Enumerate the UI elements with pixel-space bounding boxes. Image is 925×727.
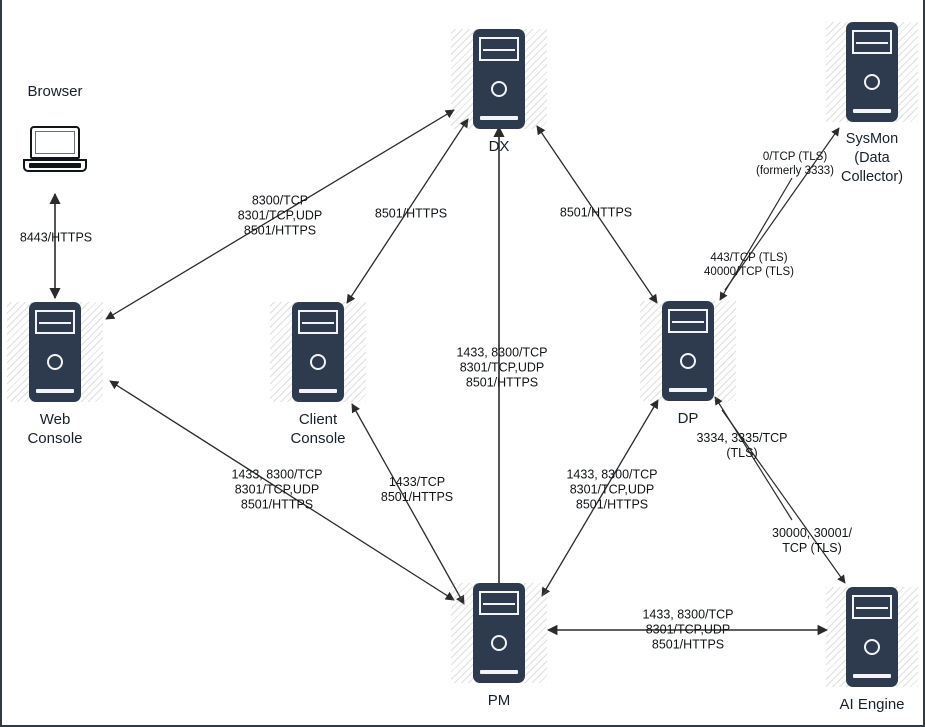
edge-label-line: 1433/TCP [388,475,446,489]
server-icon [451,579,547,687]
edge-label-line: 40000/TCP (TLS) [704,266,794,278]
edge-label-aiengine-dp: 3334, 3335/TCP (TLS) [696,431,787,461]
edge-label-line: 0/TCP (TLS) [762,151,828,163]
node-label-browser: Browser [27,82,82,101]
edge-label-dx-dp: 8501/HTTPS [560,206,632,221]
edge-label-dp-pm: 1433, 8300/TCP 8301/TCP,UDP 8501/HTTPS [566,468,657,513]
node-label-line: Web [39,411,71,428]
node-label-line: DP [677,410,699,427]
edge-label-line: 8501/HTTPS [559,205,633,220]
server-icon [270,298,366,406]
server-icon [7,298,103,406]
edge-label-line: 1433, 8300/TCP [566,467,658,482]
edge-label-dp-sysmon: 0/TCP (TLS) (formerly 3333) [756,150,834,178]
node-label-web-console: Web Console [27,410,82,448]
edge-label-webconsole-dx: 8300/TCP 8301/TCP,UDP 8501/HTTPS [238,194,323,239]
edge-label-line: 8301/TCP,UDP [645,622,731,637]
edge-dp-pm [541,399,659,597]
node-label-line: Client [298,411,338,428]
edge-dx-dp [536,125,658,304]
node-label-line: (Data [854,150,890,166]
laptop-icon [23,126,87,174]
edge-label-line: 8501/HTTPS [465,375,539,390]
server-icon [824,583,920,691]
node-label-line: DX [488,138,510,155]
edge-label-line: 8501/HTTPS [575,497,649,512]
node-label-line: Browser [27,83,83,100]
edge-dp-sysmon [724,127,840,291]
edge-label-line: 30000, 30001/ [772,526,852,540]
node-label-dp: DP [678,409,699,428]
edge-label-line: 8301/TCP,UDP [234,482,320,497]
edge-label-line: 8301/TCP,UDP [459,360,545,375]
edge-label-line: 8501/HTTPS [651,637,725,652]
edge-label-line: 3334, 3335/TCP [696,431,788,445]
edge-label-line: 1433, 8300/TCP [642,607,734,622]
edge-label-line: 8501/HTTPS [374,206,448,221]
edge-label-line: 8300/TCP [251,193,309,208]
edge-label-line: 8501/HTTPS [380,490,454,504]
edge-label-dx-pm: 1433, 8300/TCP 8301/TCP,UDP 8501/HTTPS [456,346,547,391]
edge-label-line: 8301/TCP,UDP [237,208,323,223]
node-label-line: Collector) [840,169,904,185]
edge-label-line: 8501/HTTPS [240,497,314,512]
edge-label-line: (TLS) [726,446,758,460]
server-icon [824,18,920,126]
edge-clientconsole-pm [351,403,465,605]
server-icon [640,297,736,405]
edge-label-webconsole-pm: 1433, 8300/TCP 8301/TCP,UDP 8501/HTTPS [231,468,322,513]
node-label-dx: DX [489,137,510,156]
edge-label-line: 8301/TCP,UDP [569,482,655,497]
node-label-ai-engine: AI Engine [839,695,904,714]
edge-label-sysmon-dp: 443/TCP (TLS) 40000/TCP (TLS) [704,251,794,279]
server-icon [451,25,547,133]
edge-clientconsole-dx [346,118,469,304]
node-label-client-console: Client Console [290,410,345,448]
node-label-pm: PM [488,691,511,710]
edge-label-line: 1433, 8300/TCP [231,467,323,482]
edge-label-dp-aiengine: 30000, 30001/ TCP (TLS) [772,526,852,556]
node-label-line: PM [487,692,511,709]
node-label-line: AI Engine [839,696,905,713]
edge-label-line: 1433, 8300/TCP [456,345,548,360]
edge-label-pm-aiengine: 1433, 8300/TCP 8301/TCP,UDP 8501/HTTPS [642,608,733,653]
edge-label-clientconsole-pm: 1433/TCP 8501/HTTPS [381,475,453,505]
edge-label-line: 8443/HTTPS [19,230,93,245]
edge-label-line: 8501/HTTPS [243,223,317,238]
edge-label-line: 443/TCP (TLS) [710,252,788,264]
edge-dp-aiengine [721,409,846,584]
edge-sysmon-dp [719,177,793,301]
node-label-line: SysMon [845,131,899,147]
edge-label-line: TCP (TLS) [782,541,842,555]
edge-label-clientconsole-dx: 8501/HTTPS [375,207,447,222]
edge-label-line: (formerly 3333) [756,165,834,177]
node-label-line: Console [27,430,83,447]
edge-label-browser-webconsole: 8443/HTTPS [20,231,92,246]
node-label-sysmon: SysMon (Data Collector) [841,130,903,187]
node-label-line: Console [290,430,346,447]
